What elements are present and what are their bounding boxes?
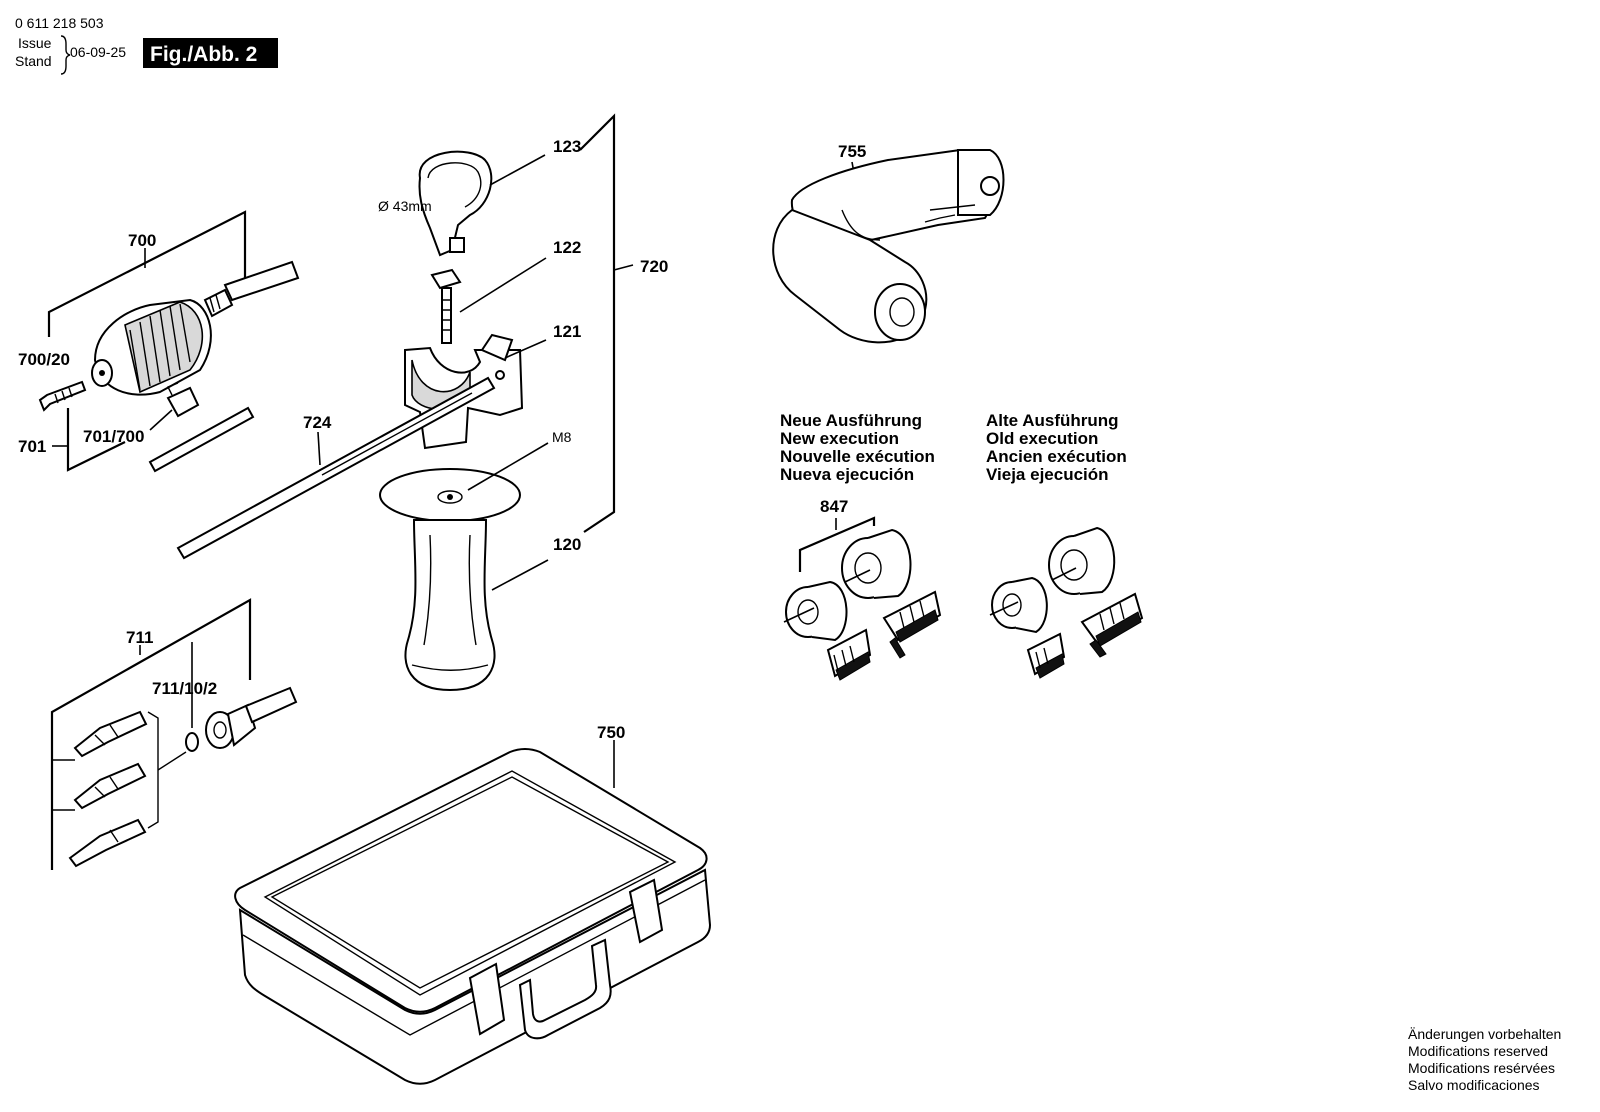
leader-724 xyxy=(317,431,321,466)
execution-new-line-1: Neue Ausführung xyxy=(780,411,922,430)
label-724: 724 xyxy=(303,413,332,432)
bracket-bits xyxy=(147,711,159,829)
leader-120 xyxy=(491,559,549,591)
leader-720 xyxy=(613,264,634,271)
case-latch-left xyxy=(468,962,506,1036)
leader-bits xyxy=(157,751,187,771)
aux-handle-assembly-720: 720 123 Ø 43mm 122 121 xyxy=(176,113,668,692)
retaining-ring xyxy=(185,732,199,752)
right-angle-attachment-755: 755 xyxy=(772,142,1005,344)
footer-line-3: Modifications resérvées xyxy=(1408,1060,1555,1076)
label-711-10-2: 711/10/2 xyxy=(152,679,217,698)
screwdriver-bit-slotted xyxy=(68,818,147,868)
footer-line-4: Salvo modificaciones xyxy=(1408,1077,1540,1093)
stand-label: Stand xyxy=(15,53,52,69)
bracket-701 xyxy=(66,408,126,472)
new-execution-847: 847 xyxy=(783,497,942,681)
label-847: 847 xyxy=(820,497,848,516)
label-700-20: 700/20 xyxy=(18,350,70,369)
label-755: 755 xyxy=(838,142,866,161)
chuck-assembly-700: 700 700/20 701 xyxy=(18,210,300,473)
label-711: 711 xyxy=(126,628,153,647)
bracket-711 xyxy=(50,598,252,870)
label-701: 701 xyxy=(18,437,46,456)
label-121: 121 xyxy=(553,322,581,341)
bracket-700 xyxy=(47,210,247,337)
bit-ticks xyxy=(52,759,75,811)
label-701-700: 701/700 xyxy=(83,427,144,446)
execution-old-line-3: Ancien exécution xyxy=(986,447,1127,466)
label-120: 120 xyxy=(553,535,581,554)
execution-new-text: Neue Ausführung New execution Nouvelle e… xyxy=(780,411,935,484)
bracket-847 xyxy=(798,516,876,572)
depth-rod-724: 724 xyxy=(176,376,496,560)
execution-old-line-4: Vieja ejecución xyxy=(986,465,1109,484)
leader-123 xyxy=(489,154,546,186)
execution-old-line-1: Alte Ausführung xyxy=(986,411,1119,430)
case-lid-recess xyxy=(263,770,677,996)
bit-holder xyxy=(205,686,298,749)
screw-700-20: 700/20 xyxy=(18,350,87,412)
leader-m8 xyxy=(467,442,549,491)
screwdriver-bit-phillips-1 xyxy=(73,710,148,758)
handle-120: M8 120 xyxy=(379,429,581,692)
label-700: 700 xyxy=(128,231,156,250)
clamp-band-123: 123 Ø 43mm xyxy=(378,137,581,257)
execution-old-line-2: Old execution xyxy=(986,429,1098,448)
footer-notice: Änderungen vorbehalten Modifications res… xyxy=(1408,1026,1561,1093)
execution-new-line-2: New execution xyxy=(780,429,899,448)
bit-set-711: 711 711/10/2 xyxy=(50,598,298,870)
drill-chuck xyxy=(91,298,212,396)
label-122: 122 xyxy=(553,238,581,257)
chuck-adapter-shank xyxy=(203,260,300,318)
leader-121 xyxy=(504,339,547,359)
issue-date: 06-09-25 xyxy=(70,44,126,60)
screwdriver-bit-phillips-2 xyxy=(73,762,147,810)
case-seam xyxy=(242,879,706,1036)
leader-122 xyxy=(459,257,547,313)
carrying-case-750: 750 xyxy=(234,723,712,1085)
case-handle xyxy=(518,938,612,1040)
thread-annotation: M8 xyxy=(552,429,572,445)
case-body xyxy=(238,868,712,1085)
footer-line-1: Änderungen vorbehalten xyxy=(1408,1026,1561,1042)
figure-title-box xyxy=(143,38,278,68)
diameter-annotation: Ø 43mm xyxy=(378,198,432,214)
figure-title: Fig./Abb. 2 xyxy=(150,43,257,66)
leader-701-700 xyxy=(149,409,173,431)
execution-new-line-3: Nouvelle exécution xyxy=(780,447,935,466)
chuck-key-701-700: 701/700 xyxy=(83,382,255,473)
label-720: 720 xyxy=(640,257,668,276)
old-execution-parts xyxy=(989,526,1144,679)
label-750: 750 xyxy=(597,723,625,742)
case-latch-right xyxy=(628,878,664,944)
issue-label: Issue xyxy=(18,35,52,51)
header-block: 0 611 218 503 Issue Stand 06-09-25 Fig./… xyxy=(15,15,278,75)
brace-icon xyxy=(60,35,71,75)
execution-old-text: Alte Ausführung Old execution Ancien exé… xyxy=(986,411,1127,484)
bracket-720 xyxy=(579,113,616,533)
footer-line-2: Modifications reserved xyxy=(1408,1043,1548,1059)
doc-number: 0 611 218 503 xyxy=(15,15,104,31)
bolt-122: 122 xyxy=(430,238,581,344)
label-123: 123 xyxy=(553,137,581,156)
execution-new-line-4: Nueva ejecución xyxy=(780,465,914,484)
